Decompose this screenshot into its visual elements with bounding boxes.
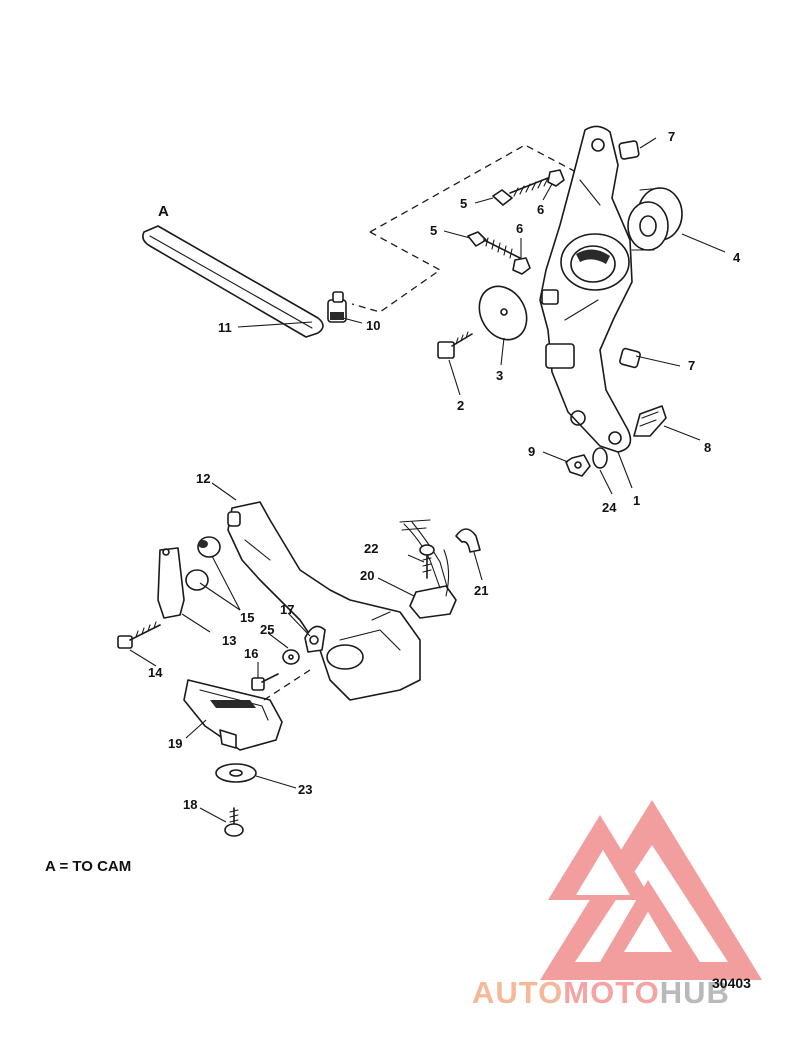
callout-A: A bbox=[158, 203, 169, 220]
dashed-connector-upper bbox=[351, 144, 579, 313]
part-21-cable-clip bbox=[443, 528, 481, 597]
part-11-linkage-rod bbox=[142, 225, 324, 338]
callout-11: 11 bbox=[218, 320, 232, 335]
callout-7-lower: 7 bbox=[688, 358, 695, 373]
callout-25: 25 bbox=[260, 622, 274, 637]
drawing-number: 30403 bbox=[712, 975, 751, 991]
part-7-cap-upper bbox=[618, 140, 640, 160]
callout-14: 14 bbox=[148, 665, 163, 680]
callout-17: 17 bbox=[280, 602, 294, 617]
part-1-lever-bracket bbox=[539, 125, 633, 453]
callout-5-upper: 5 bbox=[460, 196, 467, 211]
callout-1: 1 bbox=[633, 493, 640, 508]
part-23-washer bbox=[215, 763, 257, 783]
part-22-screw bbox=[419, 544, 435, 579]
callout-7-upper: 7 bbox=[668, 129, 675, 144]
callout-10: 10 bbox=[366, 318, 380, 333]
callout-4: 4 bbox=[733, 250, 741, 265]
callout-21: 21 bbox=[474, 583, 488, 598]
watermark-part-moto: MOTO bbox=[563, 975, 660, 1010]
watermark-part-auto: AUTO bbox=[472, 975, 564, 1010]
part-4-roller bbox=[627, 187, 683, 251]
dashed-connector-lower bbox=[263, 669, 311, 701]
part-16-screw bbox=[251, 673, 279, 691]
part-3-washer bbox=[478, 285, 528, 341]
callout-23: 23 bbox=[298, 782, 312, 797]
callout-9: 9 bbox=[528, 444, 535, 459]
part-5-screw-lower bbox=[467, 231, 521, 259]
part-8-pin bbox=[633, 405, 667, 437]
callout-24: 24 bbox=[602, 500, 617, 515]
part-6-nut-upper bbox=[547, 169, 565, 187]
part-10-rod-clip bbox=[327, 291, 347, 323]
watermark-text: AUTOMOTOHUB bbox=[472, 975, 730, 1011]
callout-5-lower: 5 bbox=[430, 223, 437, 238]
part-25-washer bbox=[282, 649, 300, 665]
part-15-bushing-upper bbox=[197, 536, 221, 558]
part-19-cam-plate bbox=[183, 679, 283, 751]
part-5-screw-upper bbox=[492, 177, 549, 206]
part-12-throttle-bracket bbox=[227, 501, 421, 701]
part-17-clip bbox=[304, 625, 326, 653]
watermark-logo bbox=[540, 800, 762, 980]
part-15-bushing-lower bbox=[185, 569, 209, 591]
part-20-switch bbox=[399, 519, 457, 619]
callout-6-upper: 6 bbox=[537, 202, 544, 217]
callout-3: 3 bbox=[496, 368, 503, 383]
callout-20: 20 bbox=[360, 568, 374, 583]
callout-6-lower: 6 bbox=[516, 221, 523, 236]
part-6-nut-lower bbox=[512, 257, 531, 275]
callout-2: 2 bbox=[457, 398, 464, 413]
callout-8: 8 bbox=[704, 440, 711, 455]
part-9-nut bbox=[565, 454, 591, 477]
part-24-washer bbox=[592, 447, 608, 469]
callout-labels: A 7 5 6 5 6 4 11 10 3 2 7 8 9 24 1 12 22… bbox=[148, 129, 741, 812]
callout-15: 15 bbox=[240, 610, 254, 625]
callout-12: 12 bbox=[196, 471, 210, 486]
callout-13: 13 bbox=[222, 633, 236, 648]
callout-18: 18 bbox=[183, 797, 197, 812]
callout-19: 19 bbox=[168, 736, 182, 751]
part-18-screw bbox=[224, 807, 244, 837]
callout-22: 22 bbox=[364, 541, 378, 556]
callout-16: 16 bbox=[244, 646, 258, 661]
part-7-cap-lower bbox=[619, 347, 641, 369]
watermark-part-hub: HUB bbox=[659, 975, 730, 1010]
leader-lines bbox=[129, 137, 726, 823]
part-2-bolt bbox=[437, 331, 473, 359]
part-13-pad bbox=[157, 547, 185, 619]
part-14-bolt bbox=[117, 621, 161, 649]
legend-note: A = TO CAM bbox=[45, 858, 132, 875]
